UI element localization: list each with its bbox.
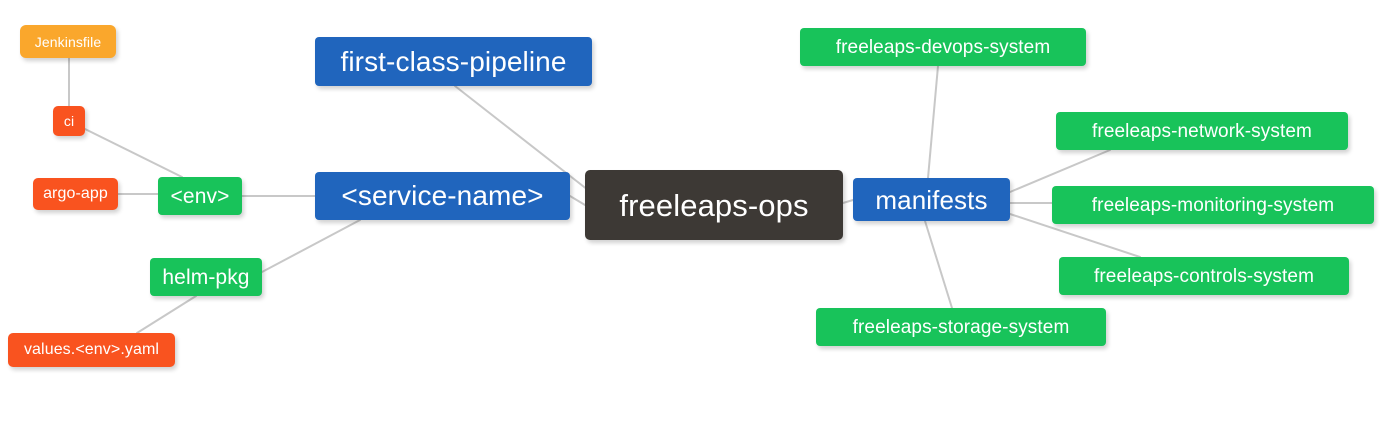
mindmap-node-storage-system[interactable]: freeleaps-storage-system [816,308,1106,346]
edge-helm-pkg-to-values-yaml [136,295,197,334]
mindmap-node-manifests[interactable]: manifests [853,178,1010,221]
node-label: freeleaps-controls-system [1093,265,1315,287]
mindmap-node-helm-pkg[interactable]: helm-pkg [150,258,262,296]
mindmap-node-controls-system[interactable]: freeleaps-controls-system [1059,257,1349,295]
node-label: helm-pkg [162,265,250,289]
mindmap-node-root[interactable]: freeleaps-ops [585,170,843,240]
node-label: first-class-pipeline [340,45,567,77]
node-label: <env> [170,184,230,208]
node-label: Jenkinsfile [34,33,102,50]
edge-manifests-to-devops-system [927,65,939,179]
edge-root-to-manifests [842,199,854,204]
mindmap-node-monitoring-system[interactable]: freeleaps-monitoring-system [1052,186,1374,224]
node-label: freeleaps-storage-system [852,316,1070,338]
node-label: values.<env>.yaml [23,341,160,358]
mindmap-node-devops-system[interactable]: freeleaps-devops-system [800,28,1086,66]
mindmap-node-jenkinsfile[interactable]: Jenkinsfile [20,25,116,58]
edge-manifests-to-storage-system [924,220,953,309]
mindmap-node-first-class-pipeline[interactable]: first-class-pipeline [315,37,592,86]
node-label: manifests [875,184,988,215]
node-label: freeleaps-devops-system [835,36,1051,58]
edge-service-name-to-helm-pkg [261,219,361,273]
node-label: argo-app [43,185,108,202]
mindmap-node-service-name[interactable]: <service-name> [315,172,570,220]
node-label: freeleaps-ops [619,187,809,223]
mindmap-node-values-yaml[interactable]: values.<env>.yaml [8,333,175,367]
node-label: <service-name> [341,180,544,211]
mindmap-node-network-system[interactable]: freeleaps-network-system [1056,112,1348,150]
edge-env-to-ci [84,128,183,178]
edge-root-to-service-name [569,195,586,206]
mindmap-node-ci[interactable]: ci [53,106,85,136]
node-label: freeleaps-network-system [1092,120,1312,142]
node-label: ci [63,113,75,129]
node-label: freeleaps-monitoring-system [1091,194,1335,216]
mindmap-node-argo-app[interactable]: argo-app [33,178,118,210]
mindmap-node-env[interactable]: <env> [158,177,242,215]
